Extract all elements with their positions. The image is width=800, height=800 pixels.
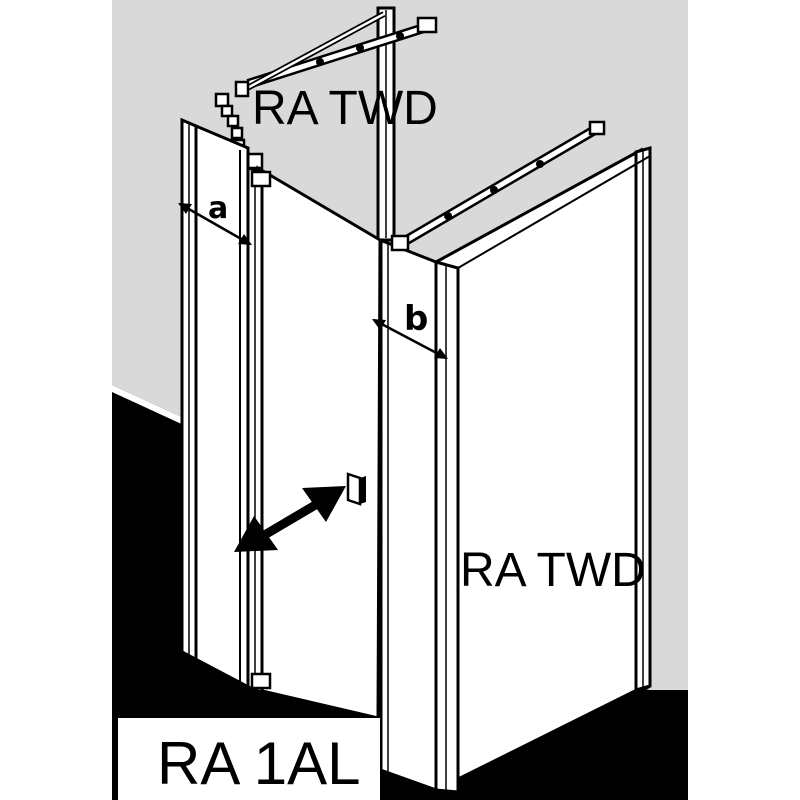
dimension-a-marker — [178, 202, 252, 246]
door-panel — [246, 165, 382, 720]
dimension-b-marker — [372, 318, 448, 360]
margin-right — [688, 0, 800, 800]
right-fixed-panel — [434, 146, 652, 794]
side-panel-label: RA TWD — [460, 544, 646, 597]
product-code-label: RA 1AL — [157, 730, 360, 797]
floor-white-strip — [112, 385, 188, 427]
stabilizer-bar-right — [390, 120, 606, 252]
dimension-b-label: b — [404, 299, 428, 339]
door-opening-arrow — [234, 486, 346, 552]
stabilizer-bar-top — [238, 11, 438, 95]
top-panel-label: RA TWD — [252, 82, 438, 135]
margin-left — [0, 0, 112, 800]
left-fixed-panel — [180, 117, 259, 701]
floor — [112, 385, 188, 800]
vertical-support-rod — [376, 6, 396, 242]
dimension-a-label: a — [208, 191, 228, 226]
product-code-box: RA 1AL — [118, 718, 380, 800]
door-handle — [346, 472, 366, 506]
